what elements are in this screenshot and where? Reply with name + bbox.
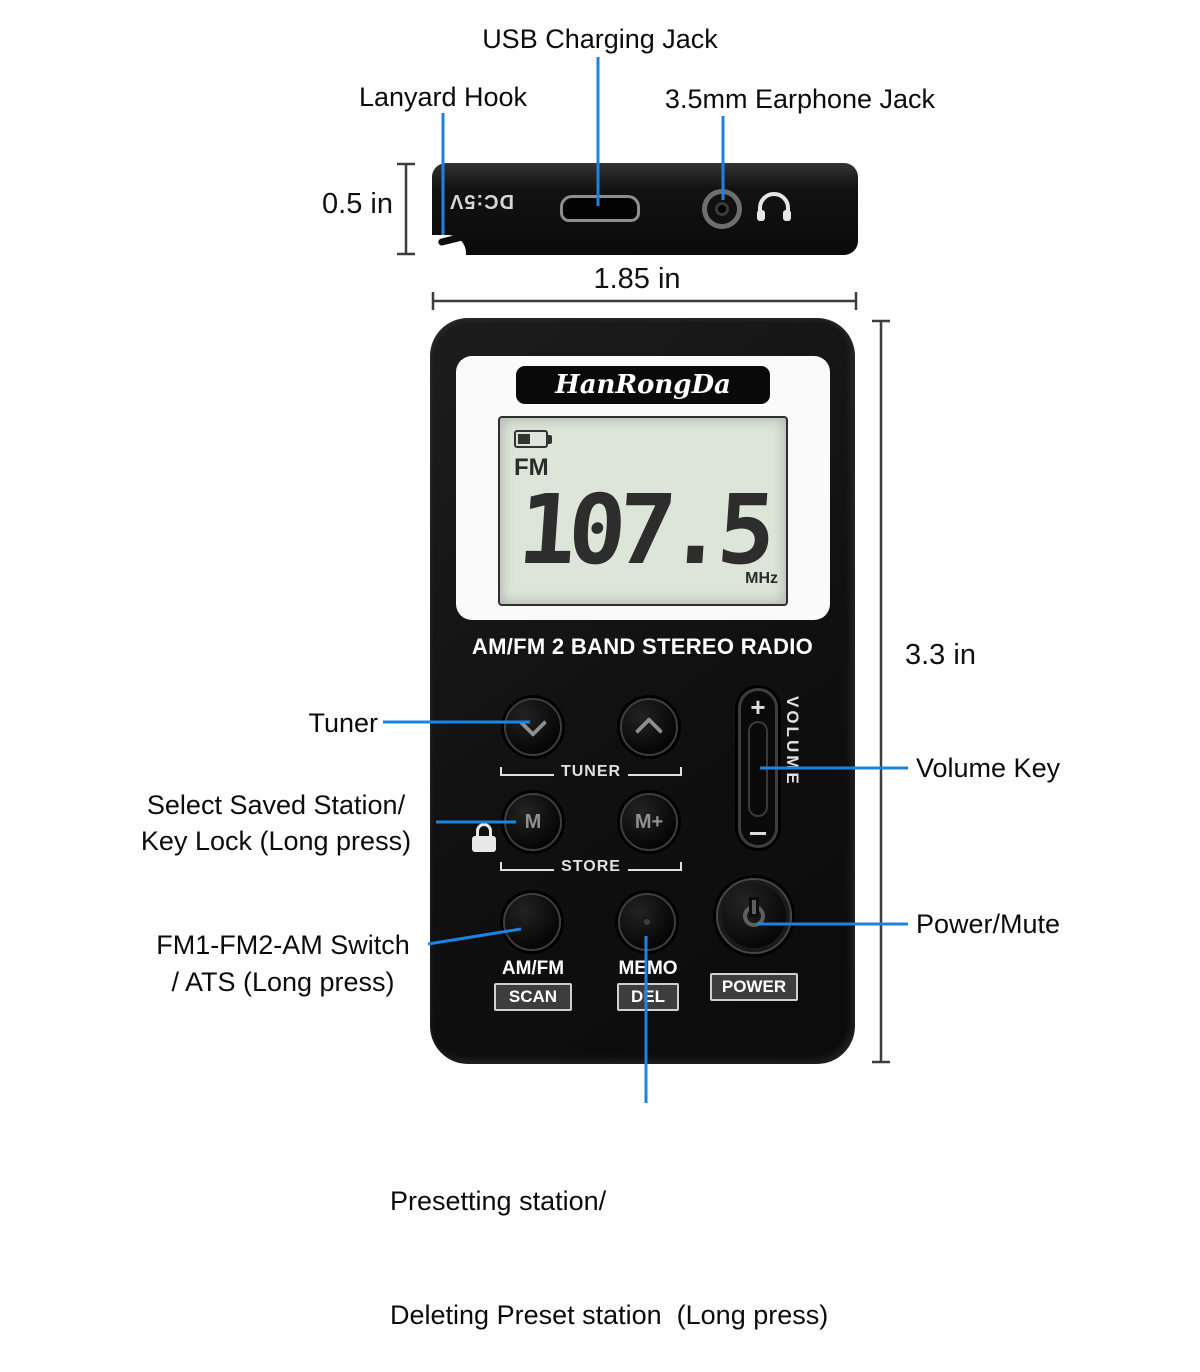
power-annotation: Power/Mute bbox=[916, 909, 1061, 939]
tuner-annotation: Tuner bbox=[308, 708, 378, 738]
memory-add-button: M+ bbox=[620, 793, 678, 851]
memo-button-dot bbox=[644, 919, 650, 925]
dc-voltage-label: DC:5V bbox=[448, 190, 514, 212]
preset-annotation: Presetting station/ Deleting Preset stat… bbox=[390, 1106, 950, 1372]
amfm-scan-button bbox=[503, 893, 561, 951]
front-height-dimension: 3.3 in bbox=[905, 639, 976, 671]
front-panel: HanRongDa FM 107.5 MHz bbox=[456, 356, 830, 620]
volume-rocker: + bbox=[738, 688, 778, 848]
tuner-up-button bbox=[620, 698, 678, 756]
headphones-icon bbox=[757, 192, 791, 221]
stage: { "colors": { "leader_line": "#1d82e2", … bbox=[115, 24, 1061, 1330]
earphone-annotation: 3.5mm Earphone Jack bbox=[664, 84, 936, 114]
volume-vertical-label: VOLUME bbox=[783, 696, 802, 787]
earphone-jack-hole bbox=[715, 202, 729, 216]
memory-select-button: M bbox=[504, 793, 562, 851]
usb-annotation: USB Charging Jack bbox=[482, 24, 718, 54]
radio-side-view: DC:5V bbox=[432, 163, 858, 256]
lock-icon bbox=[472, 823, 496, 852]
battery-icon bbox=[514, 430, 552, 448]
band-switch-line2: / ATS (Long press) bbox=[171, 967, 395, 997]
select-saved-line1: Select Saved Station/ bbox=[146, 790, 406, 820]
dimension-side-height bbox=[397, 162, 415, 256]
width-dimension: 1.85 in bbox=[593, 263, 681, 295]
del-button-label: DEL bbox=[617, 983, 679, 1011]
usb-charging-port bbox=[560, 195, 640, 222]
lcd-frequency: 107.5 bbox=[514, 474, 772, 586]
side-height-dimension: 0.5 in bbox=[322, 188, 393, 220]
select-saved-line2: Key Lock (Long press) bbox=[140, 826, 412, 856]
earphone-jack bbox=[702, 189, 742, 229]
radio-front-view: HanRongDa FM 107.5 MHz AM/FM 2 BAND STER… bbox=[430, 318, 855, 1064]
tuner-group-label: TUNER bbox=[500, 760, 683, 780]
product-subtitle: AM/FM 2 BAND STEREO RADIO bbox=[471, 634, 814, 659]
select-saved-annotation: Select Saved Station/ Key Lock (Long pre… bbox=[115, 787, 437, 859]
memory-select-glyph: M bbox=[524, 810, 542, 833]
power-button-label: POWER bbox=[710, 973, 798, 1001]
memory-add-glyph: M+ bbox=[634, 810, 664, 833]
dimension-front-height bbox=[872, 319, 890, 1064]
lcd-frequency-unit: MHz bbox=[745, 570, 778, 587]
tuner-down-button bbox=[504, 698, 562, 756]
volume-minus-icon bbox=[750, 832, 766, 835]
scan-button-label: SCAN bbox=[494, 983, 572, 1011]
chevron-down-icon bbox=[518, 708, 548, 738]
power-button bbox=[716, 878, 792, 954]
lanyard-annotation: Lanyard Hook bbox=[358, 82, 528, 112]
chevron-up-icon bbox=[634, 716, 664, 746]
band-switch-line1: FM1-FM2-AM Switch bbox=[156, 930, 410, 960]
preset-line1: Presetting station/ bbox=[390, 1186, 607, 1216]
volume-rocker-inner bbox=[748, 721, 768, 817]
volume-plus-label: + bbox=[750, 692, 766, 722]
brand-badge: HanRongDa bbox=[516, 366, 770, 404]
store-group-label: STORE bbox=[500, 855, 683, 875]
lcd-band-indicator: FM bbox=[514, 454, 549, 481]
band-switch-annotation: FM1-FM2-AM Switch / ATS (Long press) bbox=[138, 927, 428, 1001]
preset-line2: Deleting Preset station (Long press) bbox=[390, 1300, 829, 1330]
lcd-display: FM 107.5 MHz bbox=[498, 416, 788, 606]
power-icon bbox=[739, 900, 769, 931]
memo-button-label: MEMO bbox=[618, 958, 678, 979]
memo-del-button bbox=[618, 893, 676, 951]
volume-annotation: Volume Key bbox=[916, 753, 1061, 783]
amfm-button-label: AM/FM bbox=[501, 958, 565, 979]
